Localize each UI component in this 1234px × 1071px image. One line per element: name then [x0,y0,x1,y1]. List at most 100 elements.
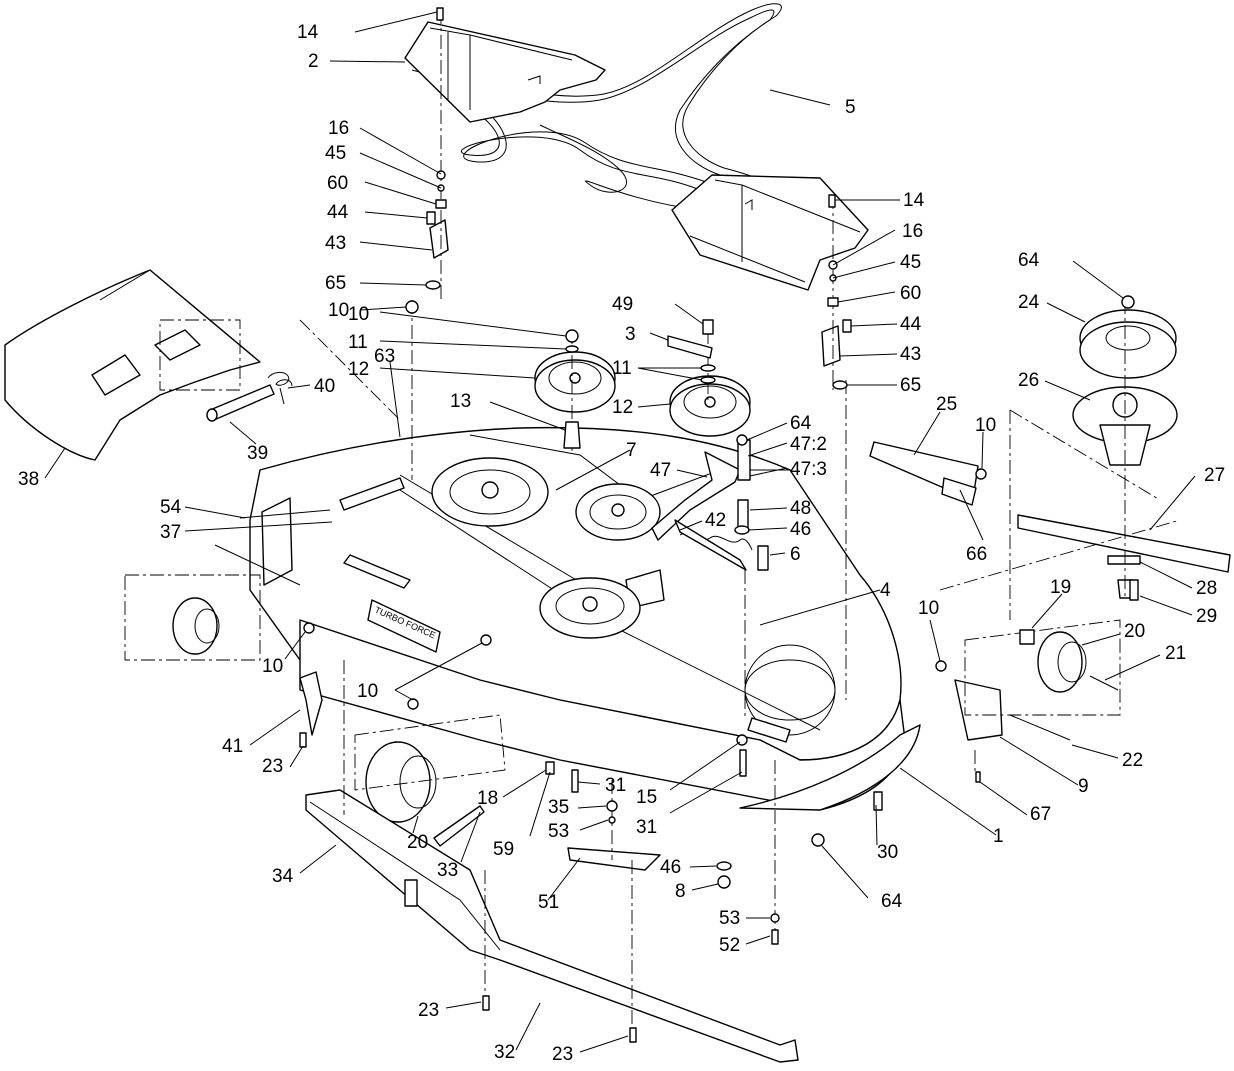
callout-9: 9 [1078,776,1089,797]
callout-64: 64 [790,413,812,434]
callout-46: 46 [790,519,811,540]
callout-45: 45 [325,143,346,164]
callout-3: 3 [625,324,636,345]
callout-23: 23 [262,756,283,777]
callout-16: 16 [328,118,349,139]
callout-32: 32 [494,1042,515,1063]
callout-37: 37 [160,522,181,543]
callout-33: 33 [437,860,458,881]
deflector-rod-and-spring [206,371,293,422]
callout-25: 25 [936,394,957,415]
callout-31: 31 [605,775,626,796]
callout-64: 64 [881,891,903,912]
callout-64: 64 [1018,250,1040,271]
callout-40: 40 [314,376,335,397]
callout-45: 45 [900,252,921,273]
callout-53: 53 [548,821,569,842]
callout-43: 43 [325,233,346,254]
callout-26: 26 [1018,370,1039,391]
pulleys [431,351,751,639]
callout-65: 65 [900,375,921,396]
callout-27: 27 [1204,465,1225,486]
callout-24: 24 [1018,292,1040,313]
callout-42: 42 [705,510,726,531]
callout-12: 12 [612,397,633,418]
belt-cover-left [404,21,606,123]
callout-39: 39 [247,443,268,464]
callout-52: 52 [719,935,740,956]
callout-38: 38 [18,469,39,490]
callout-21: 21 [1165,643,1186,664]
callout-1: 1 [993,826,1004,847]
callout-67: 67 [1030,804,1051,825]
callout-30: 30 [877,842,898,863]
callout-60: 60 [327,173,348,194]
leader-lines [44,11,1196,1053]
callout-47:3: 47:3 [790,459,827,480]
callout-10: 10 [262,656,283,677]
callout-46: 46 [660,857,681,878]
rear-roller-bar [305,789,799,1063]
callout-8: 8 [675,881,686,902]
callout-10: 10 [357,681,378,702]
callout-53: 53 [719,908,740,929]
callout-43: 43 [900,344,921,365]
callout-14: 14 [297,22,319,43]
callout-60: 60 [900,283,921,304]
callout-16: 16 [902,221,923,242]
callout-44: 44 [327,202,349,223]
callout-66: 66 [966,544,987,565]
front-plate [567,847,661,871]
blade-spindle-assembly [1017,309,1231,599]
callout-41: 41 [222,736,243,757]
callout-6: 6 [790,544,801,565]
callout-34: 34 [272,866,294,887]
callout-48: 48 [790,498,811,519]
callout-51: 51 [538,892,559,913]
callout-14: 14 [903,190,925,211]
callout-11: 11 [612,358,632,379]
height-brackets [429,219,841,367]
callout-10: 10 [918,598,939,619]
callout-2: 2 [308,51,319,72]
callout-10: 10 [348,304,369,325]
callout-20: 20 [407,832,428,853]
callout-44: 44 [900,314,922,335]
idler-arm [651,439,753,571]
callout-11: 11 [348,332,368,353]
callout-28: 28 [1196,578,1217,599]
callout-13: 13 [450,391,471,412]
baffle-bracket [869,441,979,506]
callout-54: 54 [160,497,182,518]
right-trim [739,724,921,811]
callout-10: 10 [328,300,349,321]
callout-47: 47 [650,460,671,481]
callout-22: 22 [1122,750,1143,771]
callout-10: 10 [975,415,996,436]
callout-7: 7 [626,440,637,461]
callout-23: 23 [552,1044,573,1065]
callout-labels: 14 2 5 16 45 60 44 43 65 10 14 16 45 60 … [18,22,1225,1065]
callout-15: 15 [636,787,657,808]
discharge-deflector [4,269,261,461]
callout-65: 65 [325,273,346,294]
callout-29: 29 [1196,606,1217,627]
callout-12: 12 [348,359,369,380]
callout-35: 35 [548,797,569,818]
callout-4: 4 [880,580,891,601]
callout-18: 18 [477,788,498,809]
callout-59: 59 [493,839,514,860]
callout-63: 63 [374,346,395,367]
deck-wheels [172,497,1119,823]
hardware [299,7,1139,1043]
callout-19: 19 [1050,577,1071,598]
callout-49: 49 [612,294,633,315]
callout-31: 31 [636,817,657,838]
callout-5: 5 [845,97,856,118]
callout-47:2: 47:2 [790,434,827,455]
alignment-lines [124,10,1181,1030]
belt-cover-right [671,174,869,291]
callout-23: 23 [418,1000,439,1021]
